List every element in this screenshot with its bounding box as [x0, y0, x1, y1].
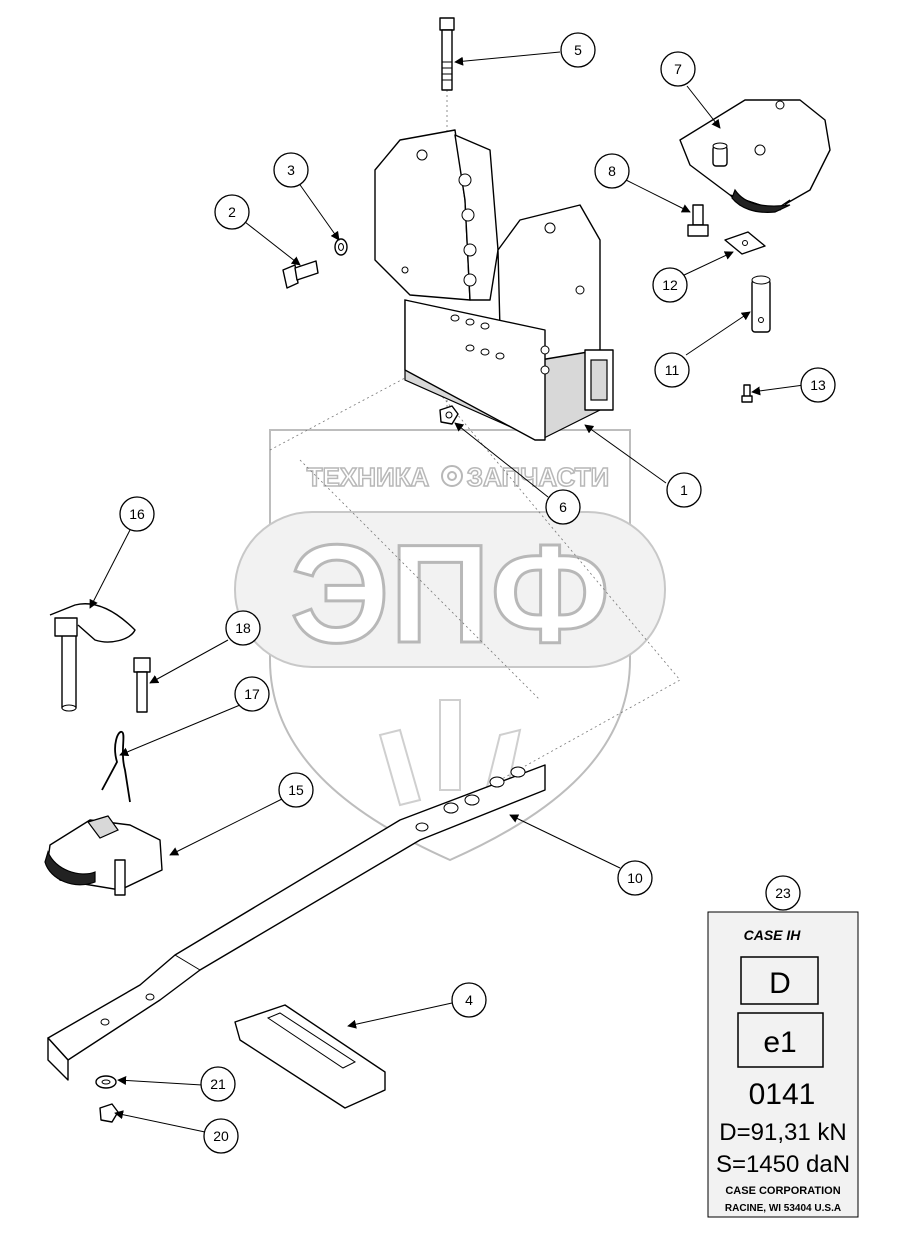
callout-21[interactable]: 21 — [200, 1066, 236, 1102]
plate-box-d: D — [769, 967, 791, 1000]
part-10-drawbar[interactable] — [47, 764, 546, 1081]
plate-code: 0141 — [749, 1078, 816, 1111]
watermark-top-right: ЗАПЧАСТИ — [467, 462, 610, 492]
plate-box-e1: e1 — [763, 1026, 796, 1059]
callout-6[interactable]: 6 — [545, 489, 581, 525]
callout-21-label: 21 — [210, 1076, 226, 1092]
callout-5[interactable]: 5 — [560, 32, 596, 68]
part-12-plate[interactable] — [724, 231, 766, 255]
callout-23[interactable]: 23 — [765, 875, 801, 911]
part-4-cover[interactable] — [234, 1004, 386, 1109]
callout-7[interactable]: 7 — [660, 51, 696, 87]
callout-11-label: 11 — [665, 362, 680, 378]
plate-brand: CASE IH — [744, 927, 802, 943]
callout-17-label: 17 — [244, 686, 260, 702]
callout-3-label: 3 — [287, 162, 295, 178]
callout-13-label: 13 — [810, 377, 826, 393]
part-7-cap[interactable] — [679, 99, 831, 213]
part-11-pin[interactable] — [751, 275, 771, 333]
callout-16[interactable]: 16 — [119, 496, 155, 532]
watermark-big-text: ЭПФ — [290, 515, 610, 672]
callout-1[interactable]: 1 — [666, 472, 702, 508]
part-16-linch-pin[interactable] — [49, 603, 136, 712]
plate-address: RACINE, WI 53404 U.S.A — [725, 1203, 841, 1214]
callout-2-label: 2 — [228, 204, 236, 220]
callout-10-label: 10 — [627, 870, 643, 886]
plate-company: CASE CORPORATION — [725, 1185, 840, 1197]
part-17-clip[interactable] — [101, 731, 131, 803]
callout-4[interactable]: 4 — [451, 982, 487, 1018]
callout-3[interactable]: 3 — [273, 152, 309, 188]
callout-12[interactable]: 12 — [652, 267, 688, 303]
callout-15-label: 15 — [288, 782, 304, 798]
leader-lines — [89, 51, 805, 1133]
plate-line-d: D=91,31 kN — [719, 1119, 846, 1146]
callout-13[interactable]: 13 — [800, 367, 836, 403]
callout-20[interactable]: 20 — [203, 1118, 239, 1154]
callout-23-label: 23 — [775, 885, 791, 901]
part-23-id-plate[interactable]: CASE IH D e1 0141 D=91,31 kN S=1450 daN … — [707, 911, 859, 1218]
callout-18-label: 18 — [235, 620, 251, 636]
callout-8-label: 8 — [608, 163, 616, 179]
callout-8[interactable]: 8 — [594, 153, 630, 189]
callout-18[interactable]: 18 — [225, 610, 261, 646]
callout-1-label: 1 — [680, 482, 688, 498]
callout-7-label: 7 — [674, 61, 682, 77]
watermark-shield — [269, 429, 631, 862]
part-15-clevis[interactable] — [44, 815, 163, 896]
callout-16-label: 16 — [129, 506, 145, 522]
callout-4-label: 4 — [465, 992, 473, 1008]
callout-5-label: 5 — [574, 42, 582, 58]
callout-12-label: 12 — [662, 277, 678, 293]
gear-icon — [441, 465, 463, 487]
callout-2[interactable]: 2 — [214, 194, 250, 230]
part-13-screw[interactable] — [741, 384, 753, 403]
callout-10[interactable]: 10 — [617, 860, 653, 896]
watermark-banner — [234, 511, 666, 668]
callout-17[interactable]: 17 — [234, 676, 270, 712]
part-21-washer[interactable] — [95, 1075, 117, 1089]
part-18-bolt[interactable] — [133, 657, 151, 713]
watermark: ТЕХНИКА ЗАПЧАСТИ ЭПФ — [234, 429, 666, 862]
callout-20-label: 20 — [213, 1128, 229, 1144]
callout-6-label: 6 — [559, 499, 567, 515]
plate-line-s: S=1450 daN — [716, 1151, 850, 1178]
part-2-bolt[interactable] — [282, 260, 319, 289]
watermark-top-left: ТЕХНИКА — [307, 462, 430, 492]
part-1-bracket[interactable] — [374, 129, 614, 441]
part-3-washer[interactable] — [334, 238, 348, 256]
part-6-nut[interactable] — [439, 405, 459, 425]
callout-15[interactable]: 15 — [278, 772, 314, 808]
part-5-long-bolt[interactable] — [439, 17, 455, 91]
part-8-bolt[interactable] — [687, 204, 709, 237]
callout-11[interactable]: 11 — [654, 352, 690, 388]
